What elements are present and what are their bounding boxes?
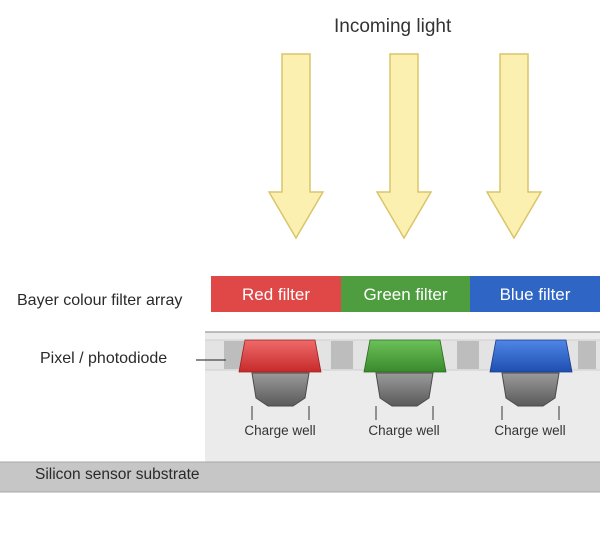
incoming-light-title: Incoming light <box>334 16 452 37</box>
red-filter-bar <box>211 276 341 312</box>
red-filter-label: Red filter <box>241 285 311 304</box>
blue-filter-bar <box>470 276 600 312</box>
light-arrow-2 <box>375 53 433 240</box>
substrate-label: Silicon sensor substrate <box>35 466 200 483</box>
silicon-substrate <box>0 462 600 492</box>
red-pixel-filter <box>238 339 322 373</box>
pixel-separator <box>331 341 353 369</box>
charge-well-1 <box>251 372 310 420</box>
filter-array-label: Bayer colour filter array <box>17 292 183 309</box>
green-pixel-filter <box>363 339 447 373</box>
charge-well-3 <box>501 372 560 420</box>
pixel-separator <box>224 341 244 369</box>
blue-filter-label: Blue filter <box>499 285 571 304</box>
pixel-photodiode-label: Pixel / photodiode <box>40 350 168 367</box>
pixel-separator <box>457 341 479 369</box>
pixel-separator <box>578 341 596 369</box>
charge-well-label-3: Charge well <box>494 423 566 438</box>
light-arrow-3 <box>485 53 543 240</box>
blue-pixel-filter <box>489 339 573 373</box>
green-filter-bar <box>341 276 470 312</box>
charge-well-2 <box>375 372 434 420</box>
charge-well-label-2: Charge well <box>368 423 440 438</box>
charge-well-label-1: Charge well <box>244 423 316 438</box>
light-arrow-1 <box>267 53 325 240</box>
green-filter-label: Green filter <box>363 285 448 304</box>
